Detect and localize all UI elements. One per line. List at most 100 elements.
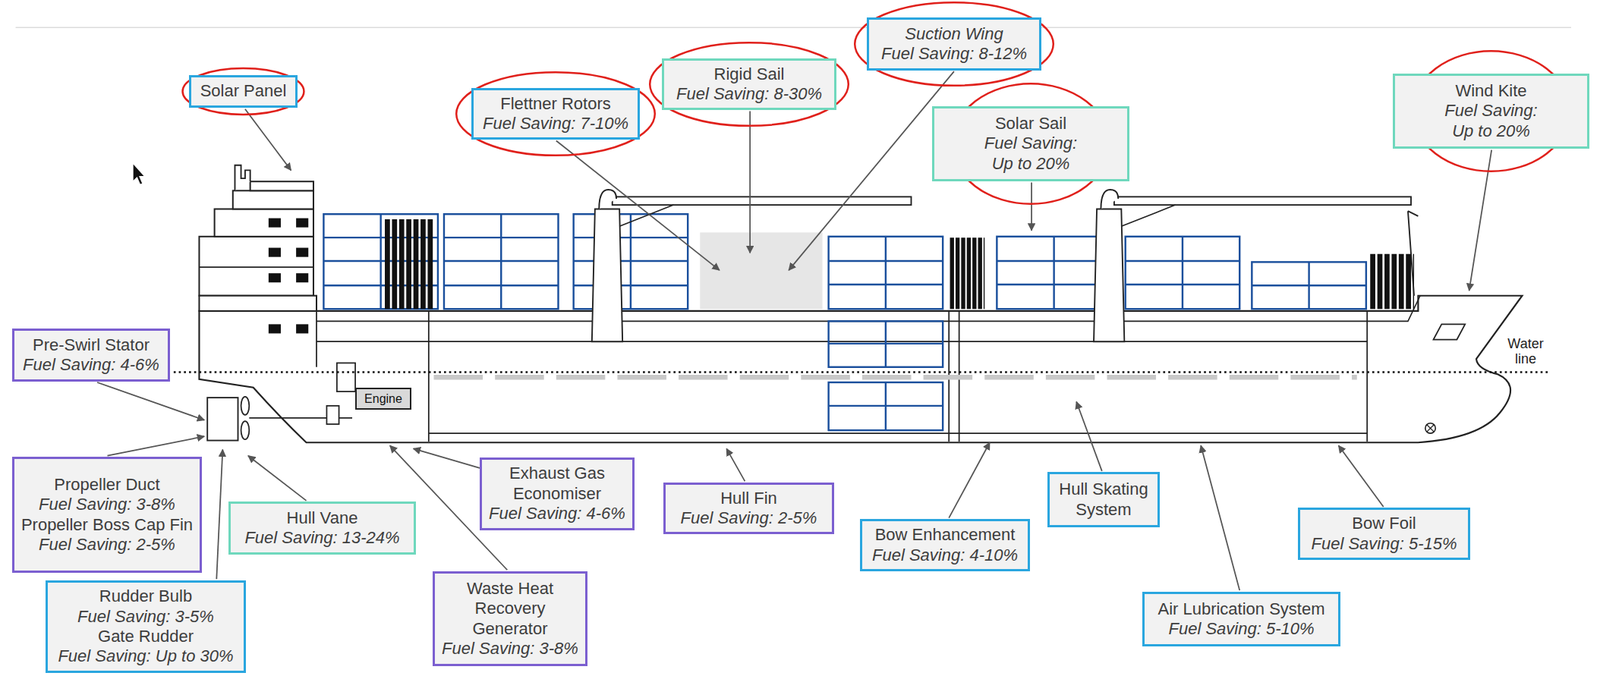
leader-arrow [97,382,205,421]
measure-name: Bow Enhancement [875,525,1016,545]
measure-name: Solar Panel [200,81,287,101]
crane-tower [1093,208,1125,342]
fuel-saving-text: Fuel Saving: 2-5% [38,535,176,555]
propeller-blade [241,421,250,440]
crane-tower [592,208,623,342]
bow-thruster [1425,423,1436,434]
callout-box: Propeller DuctFuel Saving: 3-8%Propeller… [12,456,202,574]
fuel-saving-text: Fuel Saving: Up to 30% [57,646,234,667]
container-stack [323,214,438,309]
fuel-saving-text: Fuel Saving: 3-8% [441,639,579,659]
leader-arrow [749,110,751,253]
measure-name: Exhaust Gas Economiser [485,463,629,504]
leader-arrow [1200,445,1240,591]
top-rule [15,27,1572,29]
leader-arrow [948,442,990,518]
window [268,324,281,334]
mouse-cursor [132,163,145,185]
bow-thruster-cross [1426,425,1434,432]
container-grid [1251,261,1367,309]
fuel-saving-text: Fuel Saving: 13-24% [244,528,400,549]
callout-box: Flettner RotorsFuel Saving: 7-10% [471,88,640,140]
roof-solar-panel [250,181,314,191]
callout-box: Air Lubrication SystemFuel Saving: 5-10% [1142,592,1341,647]
fuel-saving-text: Fuel Saving: Up to 20% [973,133,1088,174]
container-grid [573,214,689,309]
measure-name: Propeller Boss Cap Fin [21,515,193,536]
container-grid [996,236,1112,309]
measure-name: Hull Skating System [1053,479,1154,520]
crane-jib [612,196,912,205]
measure-name: Pre-Swirl Stator [32,335,150,356]
bridge-tier [214,208,314,237]
waterline-label: Water line [1501,337,1550,368]
measure-name: Wind Kite [1455,81,1527,101]
container-grid [1125,236,1241,309]
accommodation-base [198,296,317,312]
fuel-saving-text: Fuel Saving: 5-10% [1168,619,1315,640]
callout-box: Exhaust Gas EconomiserFuel Saving: 4-6% [479,457,635,531]
window [296,248,309,258]
measure-name: Propeller Duct [53,475,160,495]
window [296,218,309,228]
leader-arrow [248,456,307,501]
fore-mast [1407,211,1418,297]
rotor-cylinder [950,237,986,309]
measure-name: Rudder Bulb [99,586,193,607]
fuel-saving-text: Fuel Saving: 4-6% [22,355,160,375]
measure-name: Hull Fin [720,488,778,509]
callout-box: Hull VaneFuel Saving: 13-24% [228,501,416,555]
fuel-saving-text: Fuel Saving: 3-5% [77,607,215,627]
leader-arrow [726,448,745,482]
container-stack [828,382,944,431]
hull-outline [198,296,1522,444]
sail-area [699,232,823,309]
bridge-top [233,190,314,209]
highlight-ellipse [649,42,849,126]
measure-name: Engine [364,391,403,407]
container-stack [1125,236,1241,309]
container-stack [444,214,559,309]
container-grid [828,236,944,309]
engine-box: Engine [355,387,412,410]
hull-structure [316,311,1367,442]
crane-brace [1121,204,1175,227]
measure-name: Suction Wing [904,24,1003,45]
fuel-saving-text: Fuel Saving: Up to 20% [1434,100,1549,142]
callout-box: Solar SailFuel Saving: Up to 20% [932,106,1130,182]
container-grid [323,214,438,309]
container-grid [828,382,944,431]
fuel-saving-text: Fuel Saving: 2-5% [680,508,818,529]
crane-brace [619,204,674,227]
container-grid [828,321,944,367]
fuel-saving-text: Fuel Saving: 8-12% [881,44,1027,64]
leader-arrow [245,109,291,171]
fuel-saving-text: Fuel Saving: 5-15% [1311,534,1458,555]
window [268,218,281,228]
fuel-saving-text: Fuel Saving: 4-10% [872,545,1018,566]
measure-name: Solar Sail [995,113,1067,134]
engine-part [337,362,356,392]
callout-box: Rudder BulbFuel Saving: 3-5%Gate RudderF… [45,580,246,674]
air-lubrication-strip [434,374,1358,381]
container-stack [1251,261,1367,309]
highlight-ellipse [182,68,305,115]
lashing-bars [1370,254,1415,310]
highlight-ellipse [456,72,656,156]
container-stack [828,321,944,367]
callout-box: Bow EnhancementFuel Saving: 4-10% [859,519,1030,572]
lashing-bars [384,219,435,309]
leader-arrow [413,448,480,469]
measure-name: Air Lubrication System [1157,599,1325,620]
callout-box: Wind KiteFuel Saving: Up to 20% [1392,73,1590,149]
fuel-saving-text: Fuel Saving: 3-8% [38,494,176,515]
highlight-ellipse [854,2,1054,86]
container-stack [828,236,944,309]
leader-arrow [556,140,720,271]
measure-name: Gate Rudder [97,626,194,647]
engine-part [326,406,339,425]
fuel-saving-text: Fuel Saving: 7-10% [482,113,629,134]
window [296,324,309,334]
container-stack [996,236,1112,309]
measure-name: Waste Heat Recovery Generator [438,579,582,640]
